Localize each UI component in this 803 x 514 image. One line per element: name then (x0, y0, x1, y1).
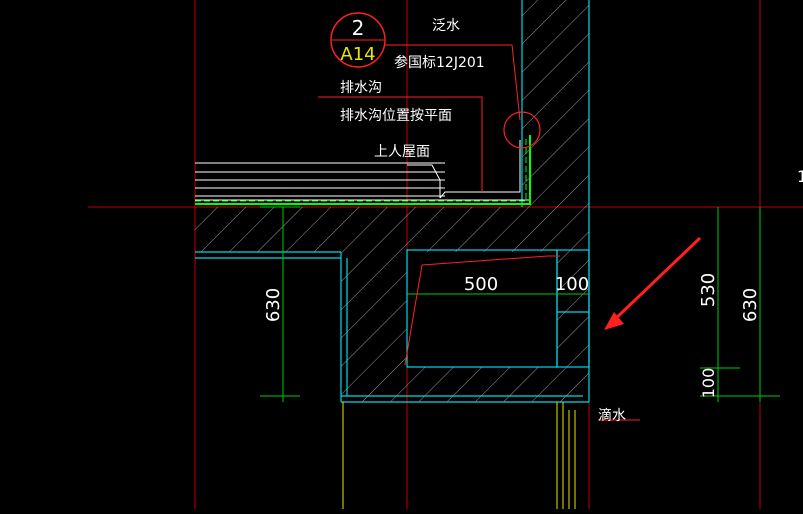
label-flashing: 泛水 (432, 18, 460, 34)
pointer-arrow (604, 236, 702, 330)
axis-lines (88, 0, 803, 509)
dim-width-500: 500 (464, 274, 498, 295)
label-roof: 上人屋面 (374, 144, 430, 160)
label-edge-mark: 1 (797, 167, 803, 186)
dim-beam-depth-right: 630 (740, 288, 761, 322)
concrete-hatching (195, 0, 589, 402)
dim-width-100: 100 (555, 274, 589, 295)
concrete-outline (195, 0, 590, 403)
dim-height-100: 100 (699, 368, 718, 399)
waterproof-membrane (195, 135, 531, 205)
label-gutter: 排水沟 (340, 80, 382, 96)
roof-layers (195, 140, 530, 201)
dim-height-530: 530 (698, 273, 719, 307)
dimension-lines (260, 206, 780, 402)
dim-beam-depth-left: 630 (263, 288, 284, 322)
window-frame (342, 402, 576, 509)
leader-lines (318, 44, 640, 421)
label-reference: 参国标12J201 (394, 54, 485, 71)
label-gutter-position: 排水沟位置按平面 (340, 108, 452, 124)
label-drip: 滴水 (598, 407, 626, 424)
flashing-highlight-circle (503, 111, 541, 149)
detail-callout-circle (330, 12, 386, 68)
detail-sheet: A14 (340, 44, 375, 65)
detail-number: 2 (352, 16, 365, 40)
